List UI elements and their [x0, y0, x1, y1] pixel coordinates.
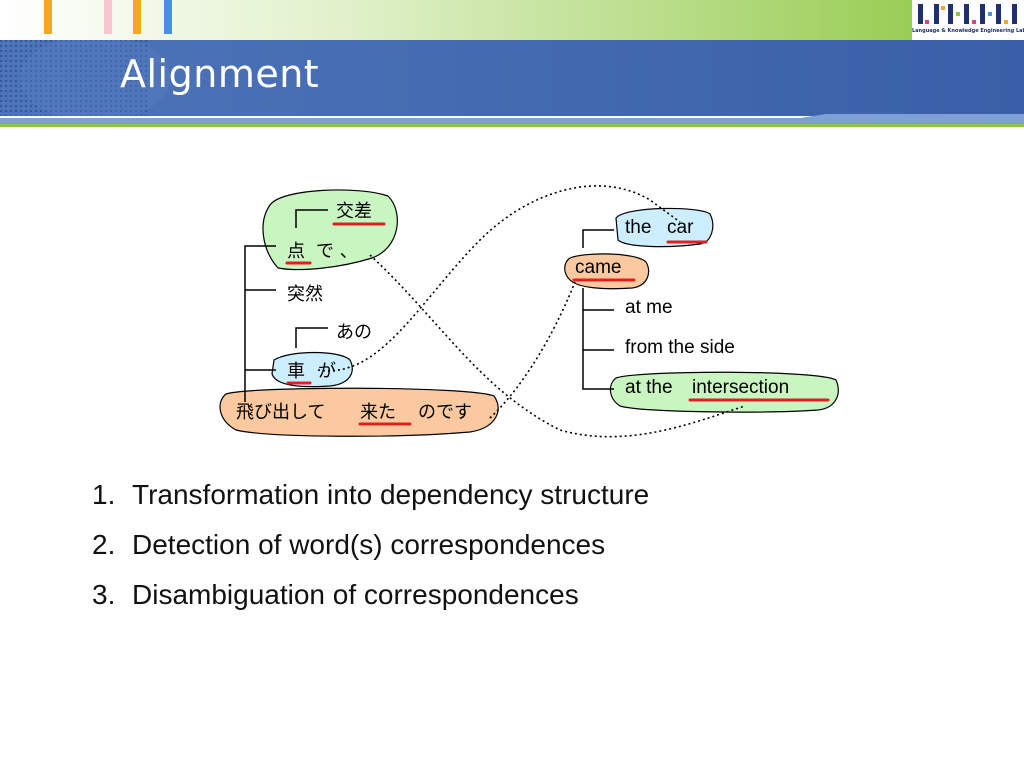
- jp-node-intersection-1: 交差: [336, 201, 372, 222]
- list-item: 3. Disambiguation of correspondences: [92, 574, 649, 624]
- jp-node-ga: が: [318, 361, 336, 382]
- title-underline: [0, 114, 1024, 127]
- blob-root-jp: [219, 387, 499, 437]
- jp-node-jump-out: 飛び出して: [236, 402, 326, 423]
- en-node-intersection: intersection: [692, 377, 790, 398]
- jp-node-intersection-2: 点: [287, 241, 305, 262]
- steps-list: 1. Transformation into dependency structu…: [92, 474, 649, 624]
- jp-node-that: あの: [336, 322, 372, 343]
- step-text: Disambiguation of correspondences: [132, 579, 579, 610]
- en-node-the: the: [625, 217, 652, 238]
- jp-node-came: 来た: [360, 402, 396, 423]
- blob-car-en: [615, 207, 714, 248]
- jp-node-suddenly: 突然: [287, 284, 323, 305]
- step-text: Detection of word(s) correspondences: [132, 529, 606, 560]
- en-node-at-the: at the: [625, 377, 673, 398]
- step-number: 2.: [92, 529, 116, 560]
- en-node-from-the-side: from the side: [625, 337, 735, 358]
- en-node-car: car: [667, 217, 694, 238]
- slide-title: Alignment: [120, 52, 320, 96]
- step-text: Transformation into dependency structure: [132, 479, 650, 510]
- blob-intersection-en: [609, 371, 839, 413]
- top-decoration: [0, 0, 1024, 40]
- lab-logo: [912, 0, 1024, 40]
- blob-car-jp: [271, 351, 353, 388]
- jp-node-nodesu: のです: [418, 402, 472, 423]
- list-item: 2. Detection of word(s) correspondences: [92, 524, 649, 574]
- list-item: 1. Transformation into dependency structu…: [92, 474, 649, 524]
- jp-node-car: 車: [287, 361, 305, 382]
- logo-caption: Language & Knowledge Engineering Lab: [912, 28, 1024, 34]
- jp-node-de: で 、: [316, 241, 358, 262]
- step-number: 1.: [92, 479, 116, 510]
- en-node-came: came: [575, 257, 622, 278]
- step-number: 3.: [92, 579, 116, 610]
- en-node-at-me: at me: [625, 297, 673, 318]
- title-bar: [0, 40, 1024, 116]
